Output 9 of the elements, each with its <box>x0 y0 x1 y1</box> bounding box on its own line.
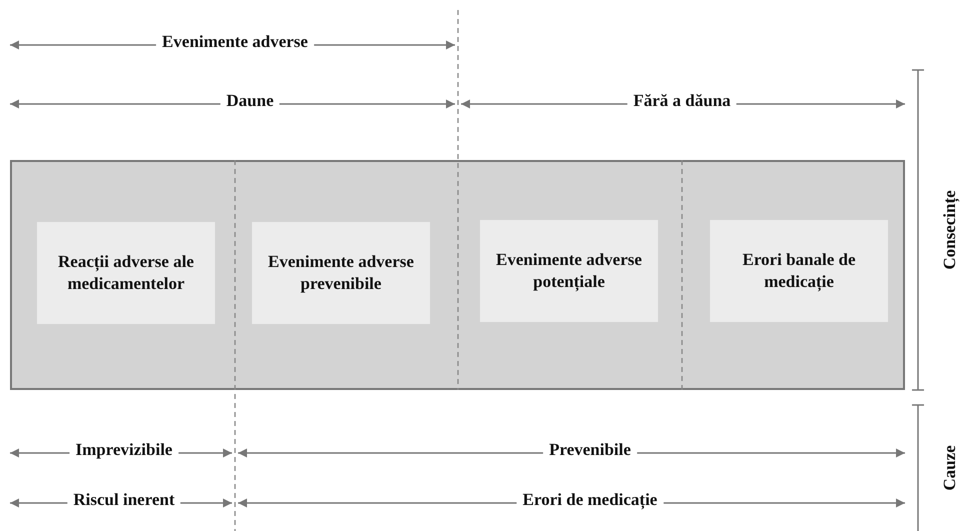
span-label: Imprevizibile <box>70 440 178 460</box>
axis-label: Consecințe <box>940 190 960 270</box>
category-box: Evenimente adverse prevenibile <box>252 222 430 324</box>
span-label: Erori de medicație <box>516 490 664 510</box>
category-box: Reacții adverse ale medicamentelor <box>37 222 215 324</box>
axis-label: Cauze <box>940 445 960 491</box>
category-band <box>10 160 905 390</box>
category-box: Evenimente adverse potențiale <box>480 220 658 322</box>
category-box: Erori banale de medicație <box>710 220 888 322</box>
